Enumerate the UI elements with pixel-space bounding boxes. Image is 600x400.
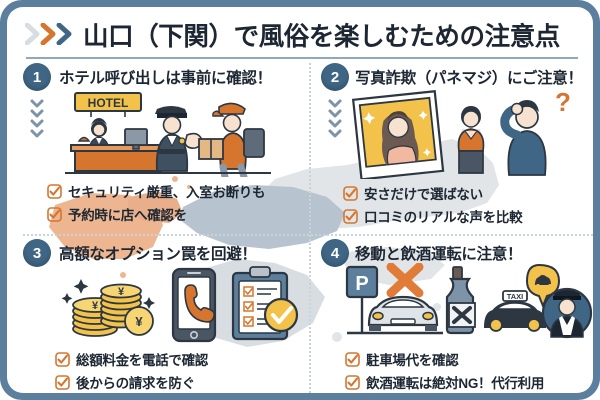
check-icon: [47, 183, 62, 199]
section-number-badge: 4: [321, 239, 349, 267]
list-item: 飲酒運転は絶対NG！代行利用: [345, 372, 544, 392]
check-icon: [343, 208, 358, 224]
infographic-canvas: 山口（下関）で風俗を楽しむための注意点 1 ホテル呼び出しは事前に確認！ HOT…: [7, 7, 593, 393]
svg-text:¥: ¥: [118, 286, 125, 298]
section-4-bullets: 駐車場代を確認 飲酒運転は絶対NG！代行利用: [345, 349, 544, 393]
section-number-badge: 2: [321, 63, 349, 91]
section-1-header: 1 ホテル呼び出しは事前に確認！: [21, 63, 309, 93]
svg-text:TAXI: TAXI: [507, 292, 524, 301]
bullet-text: セキュリティ厳重、入室お断りも: [68, 185, 266, 200]
section-1-title: ホテル呼び出しは事前に確認！: [59, 70, 272, 87]
section-3-header: 3 高額なオプション罠を回避！: [21, 239, 309, 269]
section-3-bullets: 総額料金を電話で確認 後からの請求を防ぐ: [55, 349, 208, 393]
check-icon: [55, 351, 70, 367]
triple-chevron-icon: [25, 23, 77, 45]
svg-text:¥: ¥: [92, 300, 99, 312]
coins-phone-checklist-illustration: ¥ ¥ ¥: [49, 263, 299, 345]
bullet-text: 飲酒運転は絶対NG！代行利用: [366, 376, 545, 391]
hotel-reception-illustration: HOTEL: [51, 91, 301, 177]
section-4: 4 移動と飲酒運転に注意！ P: [319, 239, 593, 393]
check-icon: [345, 351, 360, 367]
section-1-bullets: セキュリティ厳重、入室お断りも 予約時に店へ確認を: [47, 181, 266, 227]
horizontal-divider: [23, 234, 593, 236]
bullet-text: 安さだけで選ばない: [364, 187, 483, 202]
bullet-text: 予約時に店へ確認を: [68, 208, 187, 223]
page-title: 山口（下関）で風俗を楽しむための注意点: [83, 23, 560, 51]
check-icon: [345, 374, 360, 390]
svg-text:?: ?: [555, 89, 571, 117]
photo-fraud-illustration: ?: [341, 89, 591, 179]
svg-text:¥: ¥: [135, 314, 143, 329]
section-2-header: 2 写真詐欺（パネマジ）にご注意！: [319, 63, 593, 93]
down-chevrons-icon: [327, 97, 343, 141]
list-item: セキュリティ厳重、入室お断りも: [47, 181, 266, 201]
header: 山口（下関）で風俗を楽しむための注意点: [21, 15, 579, 59]
check-icon: [47, 206, 62, 222]
list-item: 駐車場代を確認: [345, 349, 544, 369]
bullet-text: 駐車場代を確認: [366, 353, 459, 368]
list-item: 総額料金を電話で確認: [55, 349, 208, 369]
section-number-badge: 3: [23, 239, 51, 267]
section-3-title: 高額なオプション罠を回避！: [59, 246, 257, 263]
section-number-badge: 1: [23, 63, 51, 91]
section-1: 1 ホテル呼び出しは事前に確認！ HOTEL: [21, 63, 309, 233]
bullet-text: 総額料金を電話で確認: [76, 353, 208, 368]
section-2-bullets: 安さだけで選ばない 口コミのリアルな声を比較: [343, 183, 523, 229]
title-underline: [26, 57, 578, 59]
list-item: 安さだけで選ばない: [343, 183, 522, 203]
section-4-header: 4 移動と飲酒運転に注意！: [319, 239, 593, 269]
section-2: 2 写真詐欺（パネマジ）にご注意！: [319, 63, 593, 233]
svg-text:P: P: [355, 273, 368, 295]
vertical-divider: [309, 63, 311, 393]
check-icon: [55, 374, 70, 390]
list-item: 予約時に店へ確認を: [47, 204, 265, 224]
svg-text:HOTEL: HOTEL: [88, 96, 129, 110]
section-3: 3 高額なオプション罠を回避！: [21, 239, 309, 393]
section-2-title: 写真詐欺（パネマジ）にご注意！: [355, 70, 583, 87]
list-item: 後からの請求を防ぐ: [55, 372, 208, 392]
down-chevrons-icon: [29, 97, 45, 141]
check-icon: [343, 185, 358, 201]
bullet-text: 口コミのリアルな声を比較: [364, 210, 523, 225]
bullet-text: 後からの請求を防ぐ: [76, 376, 195, 391]
section-4-title: 移動と飲酒運転に注意！: [355, 246, 523, 263]
parking-drink-taxi-illustration: P TAXI: [333, 263, 593, 345]
list-item: 口コミのリアルな声を比較: [343, 206, 523, 226]
